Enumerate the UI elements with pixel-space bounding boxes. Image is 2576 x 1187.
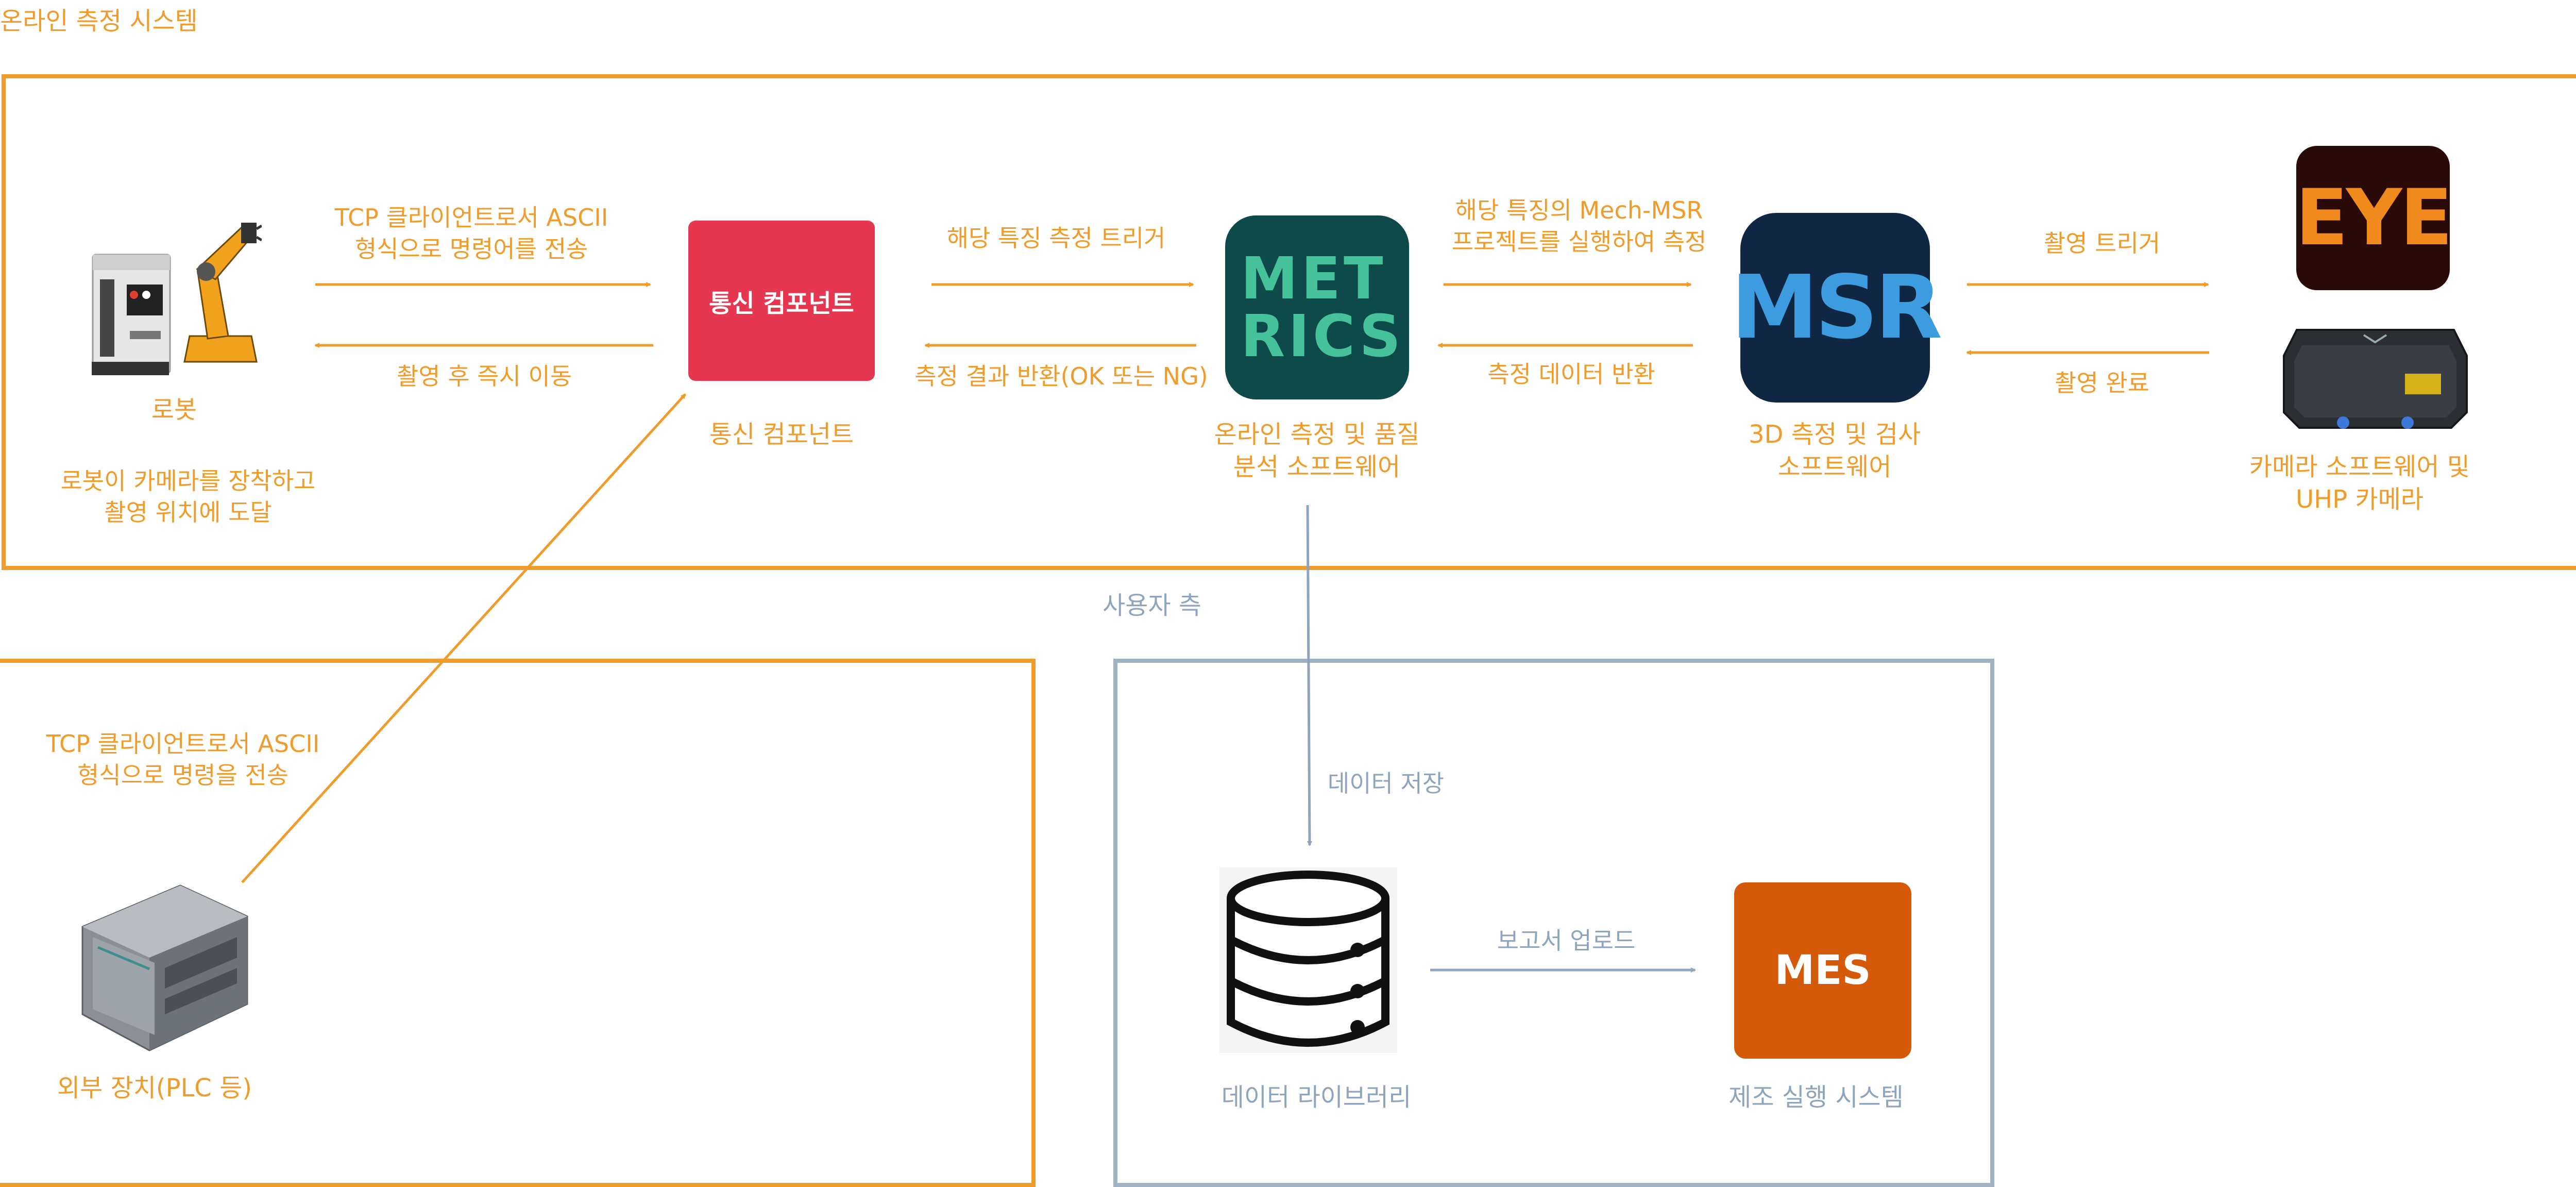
msr-software-icon[interactable]: MSR bbox=[1731, 213, 1942, 403]
camera-label: 카메라 소프트웨어 및 UHP 카메라 bbox=[2249, 453, 2470, 514]
database-icon[interactable] bbox=[1219, 867, 1397, 1053]
mes-icon[interactable]: MES bbox=[1734, 882, 1911, 1059]
robot-node[interactable] bbox=[87, 207, 263, 380]
edge-label-robot-to-comm: TCP 클라이언트로서 ASCII 형식으로 명령어를 전송 bbox=[334, 204, 608, 263]
edge-label-database-to-mes: 보고서 업로드 bbox=[1497, 927, 1636, 955]
metrics-software-icon[interactable]: MET RICS bbox=[1225, 215, 1409, 399]
msr-logo-text: MSR bbox=[1731, 257, 1943, 359]
plc-device-icon[interactable] bbox=[77, 880, 252, 1061]
edge-label-metrics-to-comm: 측정 결과 반환(OK 또는 NG) bbox=[914, 362, 1208, 390]
user-side-frame bbox=[1113, 659, 1994, 1187]
online-measurement-system-frame bbox=[2, 74, 2576, 570]
arrow-plc-to-comm bbox=[241, 393, 686, 883]
robot-arm-icon bbox=[92, 223, 263, 375]
mes-label: 제조 실행 시스템 bbox=[1728, 1083, 1904, 1112]
system-title: 온라인 측정 시스템 bbox=[0, 7, 198, 36]
edge-label-comm-to-robot: 촬영 후 즉시 이동 bbox=[396, 362, 572, 390]
user-side-label: 사용자 측 bbox=[1103, 591, 1201, 620]
edge-label-metrics-to-database: 데이터 저장 bbox=[1327, 770, 1445, 797]
edge-label-plc-to-comm: TCP 클라이언트로서 ASCII 형식으로 명령을 전송 bbox=[46, 730, 320, 789]
plc-label: 외부 장치(PLC 등) bbox=[57, 1074, 252, 1102]
database-label: 데이터 라이브러리 bbox=[1221, 1083, 1412, 1112]
comm-label: 통신 컴포넌트 bbox=[709, 420, 854, 449]
eye-logo-text: EYE bbox=[2295, 173, 2453, 263]
edge-label-camera-to-msr: 촬영 완료 bbox=[2055, 369, 2149, 397]
eye-camera-software-icon[interactable]: EYE bbox=[2295, 146, 2453, 290]
uhp-camera-icon bbox=[2281, 325, 2469, 430]
comm-tile-text: 통신 컴포넌트 bbox=[709, 289, 854, 318]
edge-label-msr-to-camera: 촬영 트리거 bbox=[2043, 229, 2161, 257]
robot-note: 로봇이 카메라를 장착하고 촬영 위치에 도달 bbox=[60, 467, 316, 526]
msr-label: 3D 측정 및 검사 소프트웨어 bbox=[1748, 420, 1921, 482]
edge-label-metrics-to-msr: 해당 특징의 Mech-MSR 프로젝트를 실행하여 측정 bbox=[1451, 196, 1707, 256]
external-device-frame bbox=[0, 659, 1036, 1187]
robot-label: 로봇 bbox=[151, 395, 197, 424]
edge-label-msr-to-metrics: 측정 데이터 반환 bbox=[1487, 360, 1655, 388]
metrics-logo-line-2: RICS bbox=[1241, 303, 1404, 370]
metrics-label: 온라인 측정 및 품질 분석 소프트웨어 bbox=[1214, 420, 1420, 482]
edge-label-comm-to-metrics: 해당 특징 측정 트리거 bbox=[946, 224, 1166, 252]
communication-component-icon[interactable]: 통신 컴포넌트 bbox=[688, 221, 875, 381]
mes-tile-text: MES bbox=[1774, 947, 1871, 994]
metrics-logo-line-1: MET bbox=[1241, 245, 1386, 312]
arrow-metrics-to-database bbox=[1306, 505, 1312, 846]
